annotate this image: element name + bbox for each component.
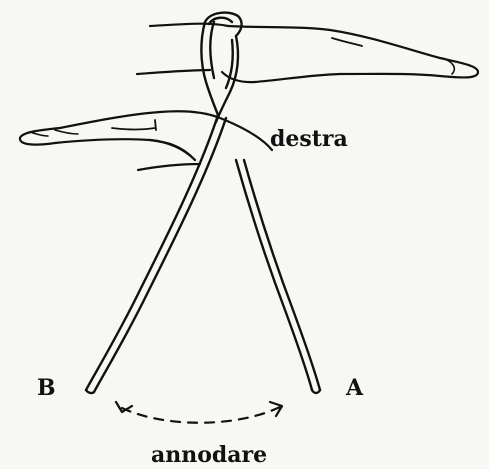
string-loop — [201, 13, 241, 122]
lower-hand — [20, 111, 272, 170]
label-end-b: B — [37, 377, 56, 399]
strand-a — [236, 160, 320, 393]
label-annodare: annodare — [151, 444, 267, 466]
label-destra: destra — [270, 128, 348, 150]
label-end-a: A — [346, 377, 363, 399]
strand-b — [86, 115, 226, 393]
tie-arrow — [116, 402, 282, 423]
upper-hand — [137, 24, 478, 82]
